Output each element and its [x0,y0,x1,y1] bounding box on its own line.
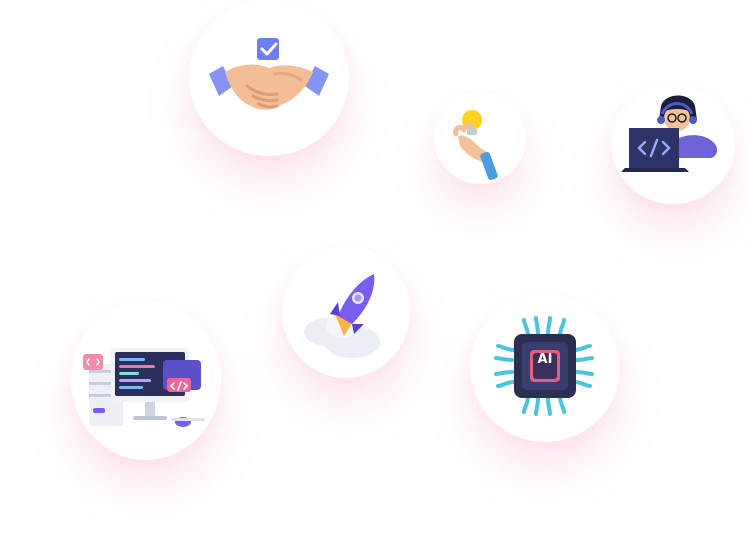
ai-chip-icon [494,316,594,416]
developer-bubble [611,84,735,204]
code-monitor-bubble [71,300,221,460]
code-monitor-icon [83,348,205,427]
lightbulb-bubble [434,92,526,184]
ai-chip-bubble: AI [470,294,620,442]
rocket-bubble [282,246,410,378]
developer-laptop-icon [621,95,718,172]
lightbulb-icon [453,110,498,181]
chip-label: AI [537,352,553,367]
rocket-icon [304,274,380,358]
handshake-icon [209,38,329,110]
handshake-bubble [189,0,349,156]
